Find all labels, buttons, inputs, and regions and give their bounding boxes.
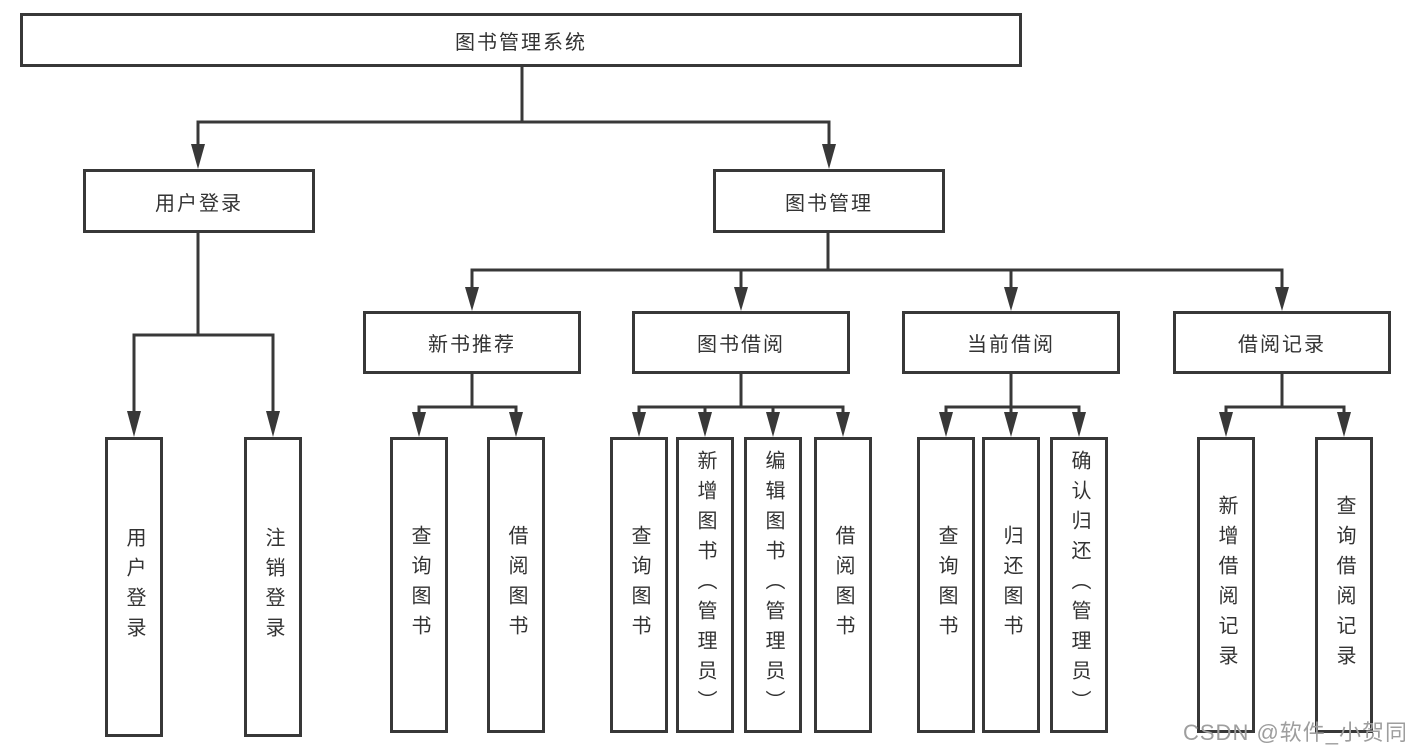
leaf-label: 查询借阅记录: [1333, 495, 1355, 675]
leaf-query-borrow-record: 查询借阅记录: [1315, 437, 1373, 733]
leaf-label: 归还图书: [1000, 525, 1022, 645]
leaf-borrow-book: 借阅图书: [814, 437, 872, 733]
connector-bookmgmt-to-modules: [465, 233, 1289, 311]
leaf-add-book-admin: 新增图书（管理员）: [676, 437, 734, 733]
leaf-label: 查询图书: [628, 525, 650, 645]
node-user-login: 用户登录: [83, 169, 315, 233]
connector-root-to-level2: [191, 66, 836, 169]
connector-current-to-leaves: [939, 374, 1086, 437]
leaf-logout: 注销登录: [244, 437, 302, 737]
node-book-management: 图书管理: [713, 169, 945, 233]
node-book-borrow: 图书借阅: [632, 311, 850, 374]
node-label: 借阅记录: [1238, 334, 1326, 356]
node-new-book-recommend: 新书推荐: [363, 311, 581, 374]
connector-newbook-to-leaves: [412, 374, 523, 437]
leaf-query-book: 查询图书: [610, 437, 668, 733]
node-borrow-record: 借阅记录: [1173, 311, 1391, 374]
leaf-return-book: 归还图书: [982, 437, 1040, 733]
node-label: 当前借阅: [967, 334, 1055, 356]
leaf-label: 新增借阅记录: [1215, 495, 1237, 675]
leaf-confirm-return-admin: 确认归还（管理员）: [1050, 437, 1108, 733]
leaf-edit-book-admin: 编辑图书（管理员）: [744, 437, 802, 733]
leaf-label: 注销登录: [262, 527, 284, 647]
leaf-label: 查询图书: [408, 525, 430, 645]
leaf-borrow-book: 借阅图书: [487, 437, 545, 733]
node-label: 新书推荐: [428, 334, 516, 356]
node-label: 用户登录: [155, 192, 243, 215]
node-label: 图书管理系统: [455, 31, 587, 54]
leaf-user-login: 用户登录: [105, 437, 163, 737]
connector-borrow-to-leaves: [632, 374, 850, 437]
leaf-label: 查询图书: [935, 525, 957, 645]
leaf-label: 用户登录: [123, 527, 145, 647]
leaf-add-borrow-record: 新增借阅记录: [1197, 437, 1255, 733]
leaf-query-book: 查询图书: [390, 437, 448, 733]
node-current-borrow: 当前借阅: [902, 311, 1120, 374]
node-label: 图书管理: [785, 192, 873, 215]
csdn-watermark: CSDN @软件_小贺同学: [1183, 720, 1405, 745]
connector-record-to-leaves: [1219, 374, 1351, 437]
leaf-label: 借阅图书: [505, 525, 527, 645]
leaf-label: 确认归还（管理员）: [1068, 450, 1090, 720]
leaf-query-book: 查询图书: [917, 437, 975, 733]
leaf-label: 借阅图书: [832, 525, 854, 645]
connector-userlogin-to-leaves: [127, 233, 280, 437]
node-root: 图书管理系统: [20, 13, 1022, 67]
leaf-label: 新增图书（管理员）: [694, 450, 716, 720]
leaf-label: 编辑图书（管理员）: [762, 450, 784, 720]
node-label: 图书借阅: [697, 334, 785, 356]
